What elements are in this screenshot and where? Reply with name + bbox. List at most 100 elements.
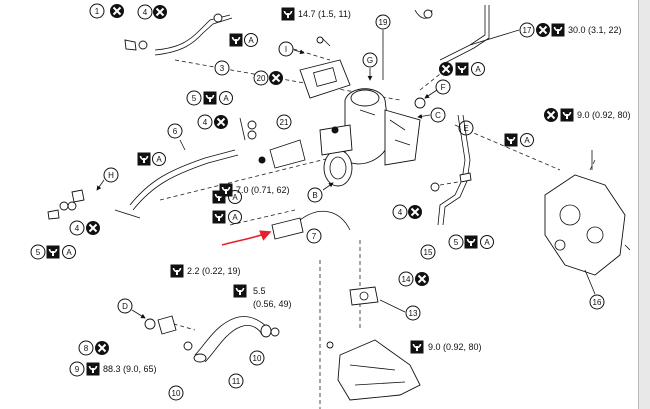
diagram-label: A xyxy=(484,238,490,247)
callout-marker: A xyxy=(228,210,242,224)
diagram-label: A xyxy=(248,36,254,45)
diagram-label: A xyxy=(223,94,229,103)
callout-marker: 20 xyxy=(253,70,269,86)
diagram-label: 16 xyxy=(593,298,602,307)
no-reuse-icon xyxy=(85,220,101,236)
diagram-label: 4 xyxy=(398,208,403,217)
diagram-label: 19 xyxy=(379,18,388,27)
top-left-parts: 1 4 A 3 xyxy=(89,3,258,76)
torque-wrench-icon xyxy=(85,361,101,377)
callout-marker: 5 xyxy=(448,234,464,250)
callout-marker: B xyxy=(307,187,323,203)
symbol-marker xyxy=(409,339,425,355)
diagram-label: B xyxy=(312,191,317,200)
diagram-label: 5 xyxy=(454,238,459,247)
symbol-marker xyxy=(414,271,430,287)
diagram-label: 4 xyxy=(143,8,148,17)
callout-marker: A xyxy=(152,152,166,166)
diagram-label: 11 xyxy=(232,377,241,386)
diagram-label: (0.56, 49) xyxy=(253,299,292,309)
no-reuse-icon xyxy=(109,3,125,19)
diagram-label: 9.0 (0.92, 80) xyxy=(577,110,631,120)
callout-marker: 10 xyxy=(168,385,184,401)
diagram-label: 10 xyxy=(253,354,262,363)
torque-wrench-icon xyxy=(136,151,152,167)
lower-middle-parts: 14 5.5 (0.56, 49) 13 9.0 (0.92, 80) xyxy=(232,271,482,401)
callout-marker: A xyxy=(471,62,485,76)
callout-marker: 1 xyxy=(89,3,105,19)
callout-marker: 4 xyxy=(197,114,213,130)
symbol-marker xyxy=(94,340,110,356)
symbol-marker xyxy=(535,22,551,38)
left-middle-parts: 5 A 4 6 A H 4 5 A A A 7.0 (0.71, 62) xyxy=(30,90,290,260)
diagram-label: I xyxy=(285,45,287,54)
diagram-label: 88.3 (9.0, 65) xyxy=(103,364,157,374)
callout-marker: A xyxy=(244,33,258,47)
no-reuse-icon xyxy=(152,4,168,20)
callout-marker: C xyxy=(430,107,446,123)
callout-marker: H xyxy=(103,167,119,183)
no-reuse-icon xyxy=(414,271,430,287)
symbol-marker xyxy=(85,361,101,377)
callout-marker: A xyxy=(480,235,494,249)
diagram-label: 9.0 (0.92, 80) xyxy=(428,342,482,352)
callout-marker: 6 xyxy=(167,123,183,139)
diagram-label: 3 xyxy=(220,64,225,73)
symbol-marker xyxy=(559,107,575,123)
page-edge-strip xyxy=(638,0,650,409)
no-reuse-icon xyxy=(535,22,551,38)
diagram-label: 6 xyxy=(173,127,178,136)
callout-marker: 16 xyxy=(589,294,605,310)
torque-wrench-icon xyxy=(228,32,244,48)
symbol-marker xyxy=(503,132,519,148)
callout-marker: 4 xyxy=(137,4,153,20)
no-reuse-icon xyxy=(268,70,284,86)
diagram-label: G xyxy=(367,56,373,65)
no-reuse-icon xyxy=(543,107,559,123)
callout-marker: 14 xyxy=(398,271,414,287)
diagram-label: 13 xyxy=(409,309,418,318)
symbol-marker xyxy=(232,283,248,299)
callout-marker: A xyxy=(219,91,233,105)
callout-marker: A xyxy=(62,245,76,259)
diagram-label: A xyxy=(475,65,481,74)
symbol-marker xyxy=(136,151,152,167)
callout-marker: G xyxy=(362,52,378,68)
torque-wrench-icon xyxy=(559,107,575,123)
torque-wrench-icon xyxy=(218,182,234,198)
diagram-label: 14 xyxy=(402,275,411,284)
callout-marker: 9 xyxy=(69,361,85,377)
callout-marker: 15 xyxy=(420,244,436,260)
annotation-arrow xyxy=(221,230,272,246)
torque-wrench-icon xyxy=(550,22,566,38)
diagram-label: 1 xyxy=(95,7,100,16)
callout-marker: 5 xyxy=(30,244,46,260)
no-reuse-icon xyxy=(438,61,454,77)
symbol-marker xyxy=(268,70,284,86)
symbol-marker xyxy=(202,90,218,106)
symbol-marker xyxy=(438,61,454,77)
symbol-marker xyxy=(152,4,168,20)
diagram-label: A xyxy=(156,155,162,164)
diagram-label: 20 xyxy=(257,74,266,83)
diagram-label: A xyxy=(232,213,238,222)
torque-wrench-icon xyxy=(409,339,425,355)
symbol-marker xyxy=(463,234,479,250)
diagram-label: A xyxy=(524,136,530,145)
diagram-label: 10 xyxy=(172,389,181,398)
symbol-marker xyxy=(228,32,244,48)
diagram-label: 5 xyxy=(36,248,41,257)
symbol-marker xyxy=(109,3,125,19)
diagram-label: 5 xyxy=(192,94,197,103)
symbol-marker xyxy=(280,6,296,22)
no-reuse-icon xyxy=(213,114,229,130)
symbol-marker xyxy=(45,244,61,260)
diagram-label: 30.0 (3.1, 22) xyxy=(568,25,622,35)
symbol-marker xyxy=(550,22,566,38)
diagram-label: 7 xyxy=(312,232,317,241)
callout-marker: 13 xyxy=(405,305,421,321)
callout-marker: 4 xyxy=(69,220,85,236)
right-side-parts: A E 4 15 5 A 9.0 (0.92, 80) 16 xyxy=(392,107,631,310)
lower-left-parts: D 8 9 88.3 (9.0, 65) 10 10 11 xyxy=(69,298,280,401)
